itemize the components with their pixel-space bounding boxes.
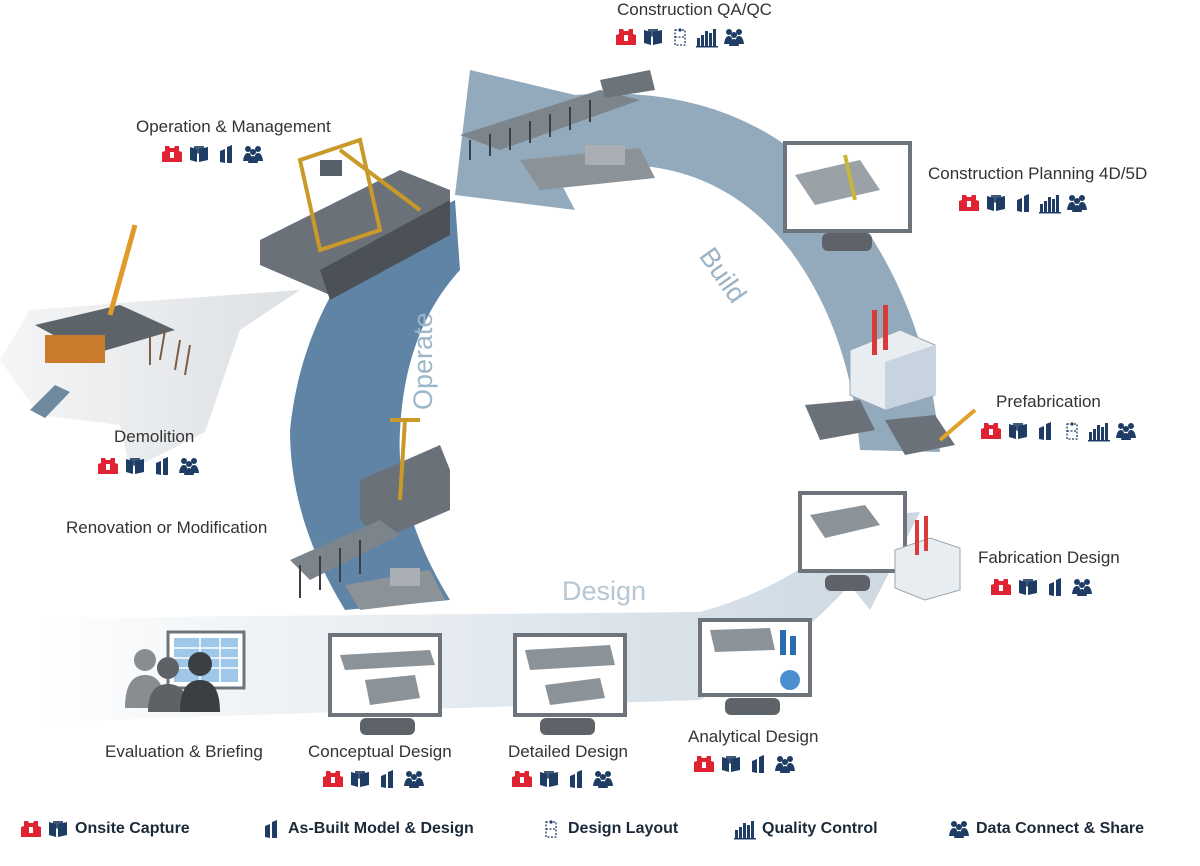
onsite-capture-icon (616, 29, 636, 45)
as-built-model-icon (987, 195, 1005, 211)
as-built-model-icon (540, 771, 558, 787)
data-connect-icon (949, 821, 969, 838)
analytical-monitor (698, 618, 812, 715)
stage-label-conceptual-design: Conceptual Design (308, 742, 452, 761)
phase-operate-label: Operate (408, 312, 438, 410)
legend-item-data-connect: Data Connect & Share (948, 818, 1144, 840)
quality-control-icon (734, 821, 756, 840)
data-connect-icon (724, 29, 744, 46)
stage-label-renovation-modification: Renovation or Modification (66, 518, 268, 537)
data-connect-icon (593, 771, 613, 788)
as-built-model-icon (1019, 579, 1037, 595)
legend-label: As-Built Model & Design (288, 820, 474, 837)
as-built-design-icon (1039, 422, 1051, 440)
data-connect-icon (775, 756, 795, 773)
onsite-capture-icon (959, 195, 979, 211)
data-connect-icon (1067, 195, 1087, 212)
demolition-illustration (30, 224, 191, 418)
legend-icons (948, 818, 970, 840)
stage-icons-detailed-design (511, 766, 614, 790)
quality-control-icon (696, 29, 718, 48)
data-connect-icon (1072, 579, 1092, 596)
stage-icons-demolition (97, 453, 200, 477)
stage-label-demolition: Demolition (114, 427, 195, 446)
quality-control-icon (1088, 423, 1110, 442)
data-connect-icon (404, 771, 424, 788)
stage-label-analytical-design: Analytical Design (688, 727, 819, 746)
fabrication-monitor (798, 491, 961, 601)
stage-icons-conceptual-design (322, 766, 425, 790)
operate-arrow (290, 200, 460, 610)
stage-icons-construction-planning (958, 190, 1088, 214)
stage-icons-construction-qa-qc (615, 24, 745, 48)
stage-label-evaluation-briefing: Evaluation & Briefing (105, 742, 263, 761)
quality-control-icon (1039, 195, 1061, 214)
onsite-capture-icon (694, 756, 714, 772)
legend-label: Onsite Capture (75, 820, 190, 837)
legend-icons (260, 818, 282, 840)
legend-label: Data Connect & Share (976, 820, 1145, 837)
detailed-monitor (513, 633, 627, 735)
onsite-capture-icon (512, 771, 532, 787)
onsite-capture-icon (991, 579, 1011, 595)
data-connect-icon (1116, 423, 1136, 440)
legend-icons (20, 818, 69, 840)
as-built-model-icon (49, 821, 67, 837)
legend-item-onsite-capture: Onsite Capture (20, 818, 190, 840)
as-built-design-icon (381, 770, 393, 788)
onsite-capture-icon (98, 458, 118, 474)
as-built-design-icon (1049, 578, 1061, 596)
as-built-model-icon (722, 756, 740, 772)
stage-icons-analytical-design (693, 751, 796, 775)
stage-label-construction-planning: Construction Planning 4D/5D (928, 164, 1148, 183)
design-layout-icon (1066, 422, 1078, 440)
phase-design-label: Design (562, 576, 647, 606)
legend-label: Quality Control (762, 820, 878, 837)
data-connect-icon (179, 458, 199, 475)
legend-item-design-layout: Design Layout (540, 818, 678, 840)
stage-icons-prefabrication (980, 418, 1137, 442)
onsite-capture-icon (981, 423, 1001, 439)
data-connect-icon (243, 146, 263, 163)
stage-icons-fabrication-design (990, 574, 1093, 598)
stage-label-detailed-design: Detailed Design (508, 742, 629, 761)
stage-label-prefabrication: Prefabrication (996, 392, 1101, 411)
stage-label-fabrication-design: Fabrication Design (978, 548, 1120, 567)
as-built-model-icon (644, 29, 662, 45)
operation-ship-illustration (260, 137, 450, 300)
renovation-illustration (290, 418, 450, 610)
legend: Onsite Capture As-Built Model & Design D… (20, 818, 1190, 846)
stage-label-construction-qa-qc: Construction QA/QC (617, 0, 772, 19)
evaluation-illustration (125, 630, 246, 712)
prefabrication-illustration (805, 305, 977, 455)
as-built-design-icon (265, 820, 277, 838)
qaqc-illustration (460, 70, 655, 190)
stage-icons-operation-management (161, 141, 264, 165)
as-built-model-icon (1009, 423, 1027, 439)
legend-item-as-built: As-Built Model & Design (260, 818, 474, 840)
as-built-design-icon (570, 770, 582, 788)
as-built-design-icon (220, 145, 232, 163)
as-built-design-icon (156, 457, 168, 475)
as-built-model-icon (126, 458, 144, 474)
design-layout-icon (674, 28, 686, 46)
design-layout-icon (545, 820, 557, 838)
onsite-capture-icon (21, 821, 41, 837)
as-built-design-icon (752, 755, 764, 773)
legend-label: Design Layout (568, 820, 679, 837)
as-built-model-icon (351, 771, 369, 787)
legend-icons (540, 818, 562, 840)
as-built-model-icon (190, 146, 208, 162)
onsite-capture-icon (323, 771, 343, 787)
legend-icons (734, 818, 756, 840)
legend-item-quality-control: Quality Control (734, 818, 878, 840)
onsite-capture-icon (162, 146, 182, 162)
planning-monitor (783, 141, 912, 251)
conceptual-monitor (328, 633, 442, 735)
as-built-design-icon (1017, 194, 1029, 212)
stage-label-operation-management: Operation & Management (136, 117, 331, 136)
